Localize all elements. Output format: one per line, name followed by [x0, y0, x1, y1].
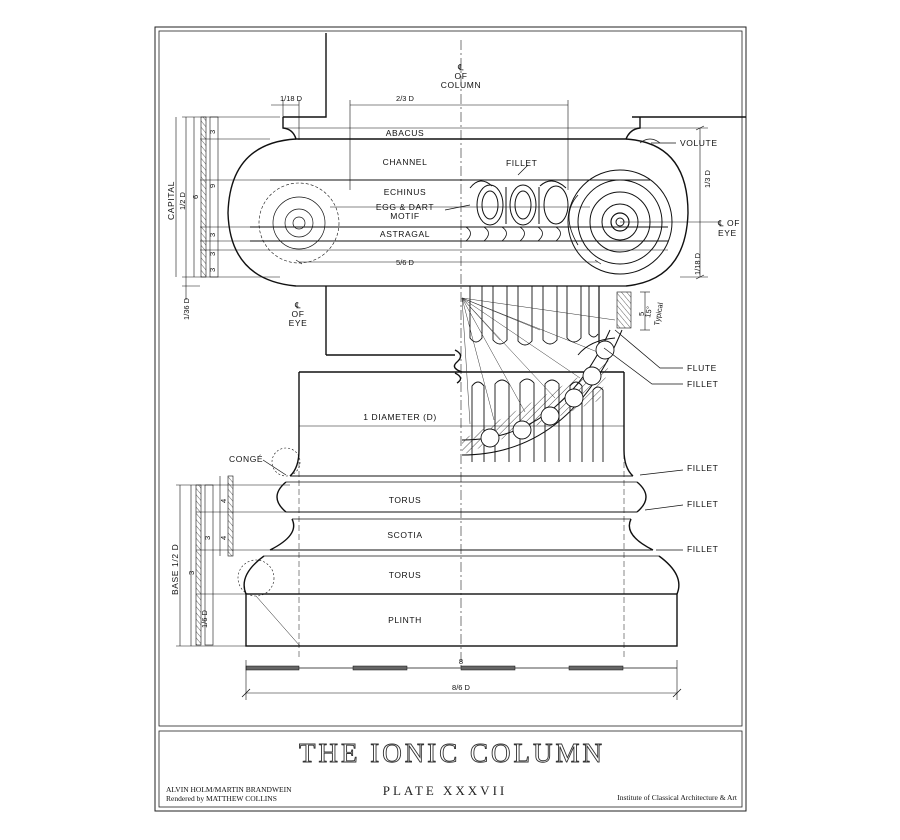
- volute-label: VOLUTE: [680, 138, 718, 148]
- dim-8-6-d: 8/6 D: [452, 683, 471, 692]
- echinus-label: ECHINUS: [384, 187, 426, 197]
- plate-title: THE IONIC COLUMN: [299, 738, 605, 768]
- fillet-flute-label: FILLET: [687, 379, 718, 389]
- capital-dimension-strip: [175, 116, 280, 300]
- typical-label-2: Typical: [652, 301, 665, 326]
- dim-8: 8: [459, 657, 463, 666]
- cl-eye-left-label-3: EYE: [289, 318, 308, 328]
- channel-label: CHANNEL: [383, 157, 428, 167]
- capital-tick-3: 9: [208, 184, 217, 188]
- dim-1-6-d: 1/6 D: [200, 609, 209, 628]
- dim-1-18-d-right: 1/18 D: [693, 252, 702, 275]
- capital-tick-2: 6: [191, 195, 200, 199]
- capital-tick-6: 3: [208, 268, 217, 272]
- dim-1-2-d: 1/2 D: [178, 191, 187, 210]
- base: [237, 372, 680, 660]
- plate-border: [154, 26, 747, 812]
- institute-credit: Institute of Classical Architecture & Ar…: [617, 793, 738, 802]
- fillet-base-label-3: FILLET: [687, 544, 718, 554]
- part-labels: ℄ OF COLUMN ABACUS CHANNEL ECHINUS EGG &…: [166, 62, 740, 625]
- title-block: THE IONIC COLUMN PLATE XXXVII ALVIN HOLM…: [166, 738, 738, 803]
- base-tick-2: 4: [219, 536, 228, 540]
- dimension-labels: 1/18 D 2/3 D 5/6 D 1/3 D 1/18 D 1/36 D 1…: [178, 94, 712, 692]
- astragal-label: ASTRAGAL: [380, 229, 430, 239]
- capital-label: CAPITAL: [166, 181, 176, 220]
- scale-bar: [241, 660, 682, 700]
- torus-lower-label: TORUS: [389, 570, 422, 580]
- volute-side-hatch: [616, 291, 632, 329]
- cl-column-label-2: OF: [454, 71, 467, 81]
- egg-dart-label-1: EGG & DART: [376, 202, 434, 212]
- plate-number: PLATE XXXVII: [383, 783, 507, 798]
- flute-label: FLUTE: [687, 363, 717, 373]
- base-dimension-strip: [176, 475, 290, 647]
- dim-5: 5: [637, 312, 646, 316]
- dim-5-6-d: 5/6 D: [396, 258, 415, 267]
- dim-2-3-d: 2/3 D: [396, 94, 415, 103]
- cl-eye-left-label-2: OF: [291, 309, 304, 319]
- entablature: [283, 33, 746, 118]
- dim-1-36-d: 1/36 D: [182, 297, 191, 320]
- fillet-base-label-2: FILLET: [687, 499, 718, 509]
- capital-tick-1: 3: [208, 130, 217, 134]
- rendered-by-credit: Rendered by MATTHEW COLLINS: [166, 794, 277, 803]
- horizontal-dimension-lines: [271, 100, 624, 427]
- base-half-d-label: BASE 1/2 D: [170, 544, 180, 595]
- egg-dart-label-2: MOTIF: [390, 211, 419, 221]
- one-diameter-label: 1 DIAMETER (D): [363, 412, 437, 422]
- abacus-label: ABACUS: [386, 128, 425, 138]
- base-tick-3: 3: [203, 536, 212, 540]
- base-tick-4: 3: [187, 571, 196, 575]
- cl-eye-right-label-2: EYE: [718, 228, 737, 238]
- author-credit: ALVIN HOLM/MARTIN BRANDWEIN: [166, 785, 292, 794]
- base-tick-1: 4: [219, 499, 228, 503]
- right-dimension-lines: [620, 125, 720, 331]
- scotia-label: SCOTIA: [387, 530, 422, 540]
- cl-eye-left-label-1: ℄: [294, 300, 301, 310]
- capital-tick-4: 3: [208, 233, 217, 237]
- shaft: [289, 286, 634, 477]
- dim-1-3-d: 1/3 D: [703, 169, 712, 188]
- torus-upper-label: TORUS: [389, 495, 422, 505]
- conge-label: CONGÉ: [229, 454, 263, 464]
- leader-lines: [262, 138, 684, 551]
- fillet-base-label-1: FILLET: [687, 463, 718, 473]
- cl-column-label-1: ℄: [457, 62, 464, 72]
- plinth-label: PLINTH: [388, 615, 422, 625]
- fillet-capital-label: FILLET: [506, 158, 537, 168]
- cl-eye-right-label-1: ℄ OF: [717, 218, 740, 228]
- dim-1-18-d: 1/18 D: [280, 94, 303, 103]
- typical-label-1: 15°: [643, 306, 654, 319]
- cl-column-label-3: COLUMN: [441, 80, 481, 90]
- capital-tick-5: 3: [208, 252, 217, 256]
